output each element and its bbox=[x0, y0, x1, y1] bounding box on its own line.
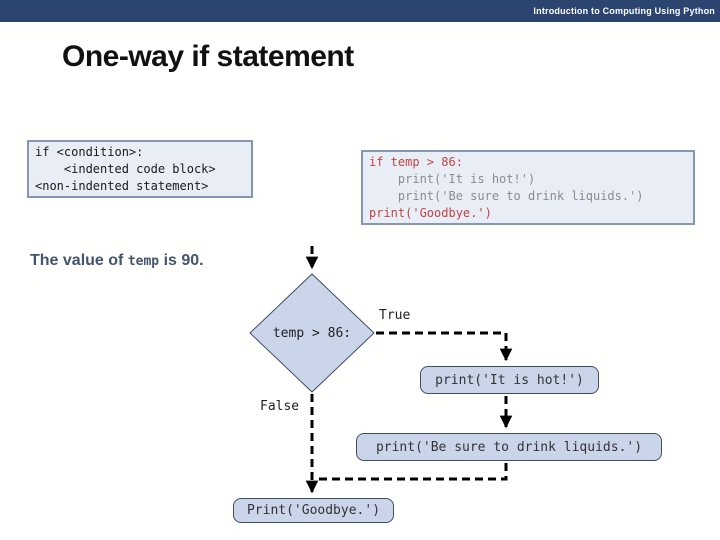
caption-text: The value of temp is 90. bbox=[30, 252, 204, 270]
syntax-code-box: if <condition>: <indented code block> <n… bbox=[27, 140, 253, 198]
header-bar: Introduction to Computing Using Python bbox=[0, 0, 720, 22]
true-branch-label: True bbox=[379, 308, 411, 323]
page-title: One-way if statement bbox=[62, 40, 354, 73]
false-branch-label: False bbox=[260, 399, 300, 414]
flow-box-print-liquids: print('Be sure to drink liquids.') bbox=[356, 433, 662, 461]
syntax-line-nonindented: <non-indented statement> bbox=[35, 179, 209, 193]
example-code-box: if temp > 86: print('It is hot!') print(… bbox=[361, 150, 695, 225]
example-line-hot: print('It is hot!') bbox=[369, 172, 536, 186]
syntax-line-if: if <condition>: bbox=[35, 145, 144, 159]
course-title: Introduction to Computing Using Python bbox=[533, 6, 715, 16]
example-line-goodbye: print('Goodbye.') bbox=[369, 206, 492, 220]
flow-box-print-goodbye: Print('Goodbye.') bbox=[233, 498, 394, 523]
example-line-if: if temp > 86: bbox=[369, 155, 463, 169]
decision-condition-label: temp > 86: bbox=[272, 326, 352, 341]
syntax-line-indented: <indented code block> bbox=[35, 162, 216, 176]
flow-box-print-hot: print('It is hot!') bbox=[420, 366, 599, 394]
connector-merge-line bbox=[316, 463, 508, 481]
caption-prefix: The value of bbox=[30, 252, 124, 269]
example-line-liquids: print('Be sure to drink liquids.') bbox=[369, 189, 644, 203]
connector-true-arrow bbox=[376, 331, 513, 362]
decision-diamond bbox=[249, 273, 375, 393]
caption-suffix: is 90. bbox=[163, 252, 204, 269]
caption-variable: temp bbox=[127, 254, 160, 269]
